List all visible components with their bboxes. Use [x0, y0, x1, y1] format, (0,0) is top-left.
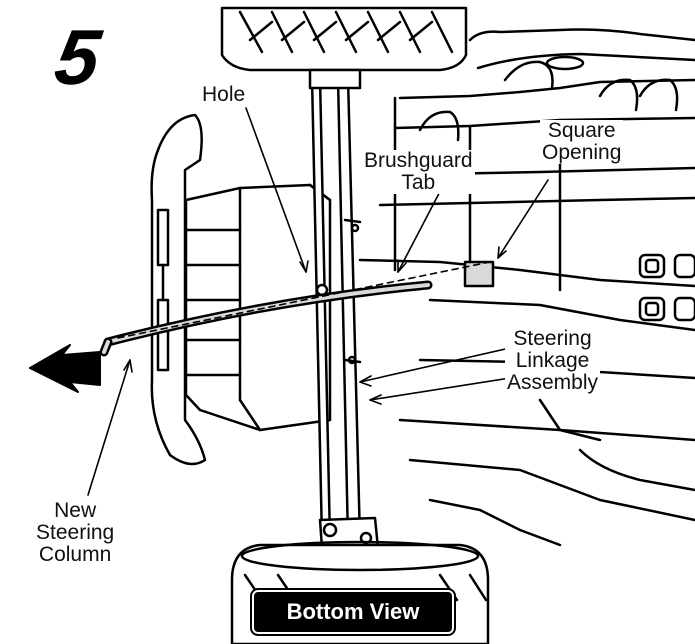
new-steering-column	[99, 261, 491, 357]
top-tire	[220, 6, 468, 72]
hole-label: Hole	[200, 83, 248, 106]
new-steering-column-label: New Steering Column	[34, 499, 117, 566]
insertion-arrow-icon	[29, 344, 101, 393]
steering-linkage-line1: Steering	[513, 327, 592, 350]
bottom-view-badge: Bottom View	[252, 590, 454, 634]
hole-label-text: Hole	[202, 83, 246, 106]
leader-lines	[87, 107, 549, 496]
new-steering-column-line2: Steering	[36, 521, 115, 544]
new-steering-column-line1: New	[54, 499, 97, 522]
steering-linkage-assembly-label: Steering Linkage Assembly	[505, 327, 601, 394]
vehicle-body	[358, 28, 695, 547]
steering-linkage-line3: Assembly	[507, 371, 599, 394]
brushguard-tab-line2: Tab	[401, 171, 436, 194]
square-opening-label: Square Opening	[540, 119, 624, 164]
brushguard-tab-label: Brushguard Tab	[362, 150, 475, 194]
square-opening-line2: Opening	[542, 141, 622, 164]
steering-linkage-assembly	[308, 68, 380, 554]
brushguard-tab-line1: Brushguard	[364, 149, 473, 172]
new-steering-column-line3: Column	[38, 543, 112, 566]
square-opening-line1: Square	[547, 119, 616, 142]
square-opening	[463, 260, 495, 288]
brushguard	[150, 113, 332, 466]
steering-linkage-line2: Linkage	[515, 349, 590, 372]
